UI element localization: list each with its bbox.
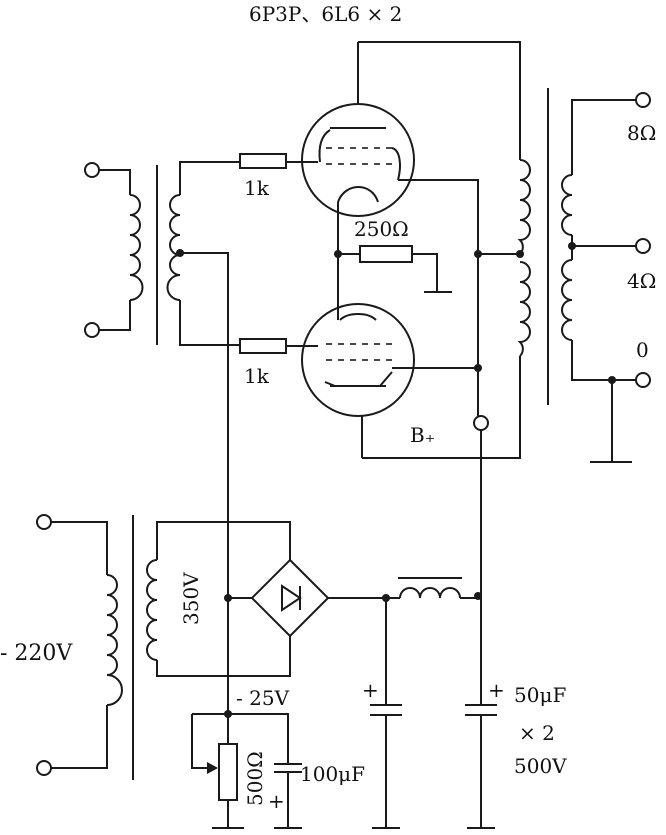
- input-terminal-bottom: [84, 322, 100, 338]
- mains-primary-coil: [106, 574, 123, 706]
- cathode-resistor: [359, 245, 413, 263]
- b-plus-label: B₊: [410, 423, 435, 447]
- secondary-coil: [146, 559, 158, 661]
- bias-potentiometer: [218, 743, 238, 801]
- power-transformer: [36, 514, 291, 780]
- input-primary-coil: [129, 194, 144, 301]
- plus-right: +: [488, 678, 505, 702]
- out-4-label: 4Ω: [627, 269, 656, 293]
- filter-cap-label-3: 500V: [514, 754, 567, 778]
- bridge-rectifier-icon: [250, 558, 330, 638]
- choke-coil: [399, 587, 461, 599]
- bias-voltage-label: - 25V: [236, 686, 290, 710]
- tube-type-label: 6P3P、6L6 × 2: [249, 2, 402, 26]
- input-terminal-top: [84, 162, 100, 178]
- bias-cap-label: 100μF: [300, 762, 365, 786]
- filter-cap-label-1: 50μF: [514, 683, 566, 707]
- b-plus-terminal: [473, 415, 489, 431]
- output-terminal-4: [635, 238, 651, 254]
- grid-resistor-bottom-label: 1k: [244, 364, 270, 388]
- mains-terminal-bottom: [36, 760, 52, 776]
- input-secondary-coil: [166, 194, 181, 301]
- plus-left: +: [362, 678, 379, 702]
- output-primary-upper-coil: [517, 159, 531, 255]
- grid-resistor-bottom: [239, 338, 287, 354]
- grid-resistor-top-label: 1k: [244, 176, 270, 200]
- power-tube-upper: [301, 42, 415, 217]
- out-0-label: 0: [636, 338, 649, 362]
- out-8-label: 8Ω: [627, 121, 656, 145]
- input-transformer: [84, 161, 240, 470]
- plus-bias: +: [268, 789, 285, 813]
- filter-cap-label-2: × 2: [519, 721, 555, 745]
- secondary-label: 350V: [179, 572, 203, 625]
- output-terminal-0: [635, 372, 651, 388]
- cathode-resistor-label: 250Ω: [354, 217, 409, 241]
- output-terminal-8: [635, 92, 651, 108]
- power-tube-lower: [301, 303, 478, 458]
- filter-capacitor-right: [465, 596, 497, 829]
- grid-resistor-top: [239, 153, 287, 169]
- bias-capacitor: [274, 763, 302, 829]
- filter-capacitor-left: [370, 598, 402, 829]
- pot-label: 500Ω: [243, 751, 267, 806]
- mains-label: - 220V: [0, 641, 73, 666]
- output-transformer: [362, 88, 651, 463]
- output-primary-lower-coil: [517, 261, 531, 357]
- mains-terminal-top: [36, 514, 52, 530]
